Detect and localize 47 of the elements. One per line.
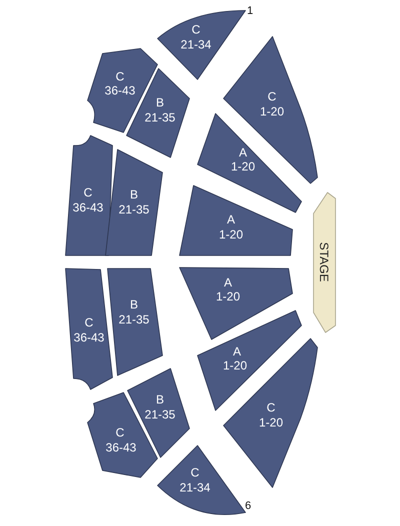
section-letter: C xyxy=(116,70,124,84)
seat-range: 21-35 xyxy=(118,314,150,326)
seating-section xyxy=(178,184,292,256)
seat-range: 1-20 xyxy=(230,160,256,174)
section-letter: B xyxy=(130,298,138,312)
seating-section xyxy=(222,338,318,488)
section-letter: A xyxy=(227,214,235,226)
seat-range: 21-34 xyxy=(180,38,212,52)
seat-range: 1-20 xyxy=(216,290,240,304)
seat-range: 36-43 xyxy=(72,202,104,214)
section-number: 1 xyxy=(246,5,254,17)
section-letter: A xyxy=(239,146,247,160)
section-letter: C xyxy=(116,426,124,440)
section-letter: C xyxy=(266,402,276,414)
seat-range: 36-43 xyxy=(74,332,104,344)
section-letter: A xyxy=(233,346,241,358)
seat-range: 1-20 xyxy=(222,360,248,372)
seating-section xyxy=(196,310,302,410)
section-letter: C xyxy=(268,90,276,104)
seating-section xyxy=(104,148,162,256)
section-letter: C xyxy=(190,466,200,480)
section-letter: C xyxy=(84,186,92,200)
seat-range: 1-20 xyxy=(218,228,244,242)
seat-range: 36-43 xyxy=(106,442,136,454)
seating-section xyxy=(106,268,162,376)
seat-range: 36-43 xyxy=(104,84,136,98)
section-letter: C xyxy=(84,316,94,330)
section-letter: B xyxy=(130,188,138,202)
seat-range: 21-35 xyxy=(118,204,150,216)
seat-range: 21-35 xyxy=(144,112,176,124)
seat-range: 21-34 xyxy=(180,482,210,494)
section-letter: B xyxy=(156,96,164,110)
stage-label: STAGE xyxy=(317,242,331,282)
seat-range: 21-35 xyxy=(144,408,176,422)
seating-section xyxy=(222,36,318,184)
seating-section xyxy=(64,134,112,256)
section-number: 6 xyxy=(244,500,252,512)
section-letter: C xyxy=(192,24,200,36)
seat-range: 1-20 xyxy=(260,106,284,118)
seating-section xyxy=(156,444,246,515)
seat-range: 1-20 xyxy=(258,416,284,430)
section-letter: A xyxy=(224,276,232,290)
seating-section xyxy=(64,268,112,390)
section-letter: B xyxy=(156,394,164,406)
stage xyxy=(312,192,336,332)
seating-section xyxy=(156,10,246,80)
seating-section xyxy=(178,266,292,340)
